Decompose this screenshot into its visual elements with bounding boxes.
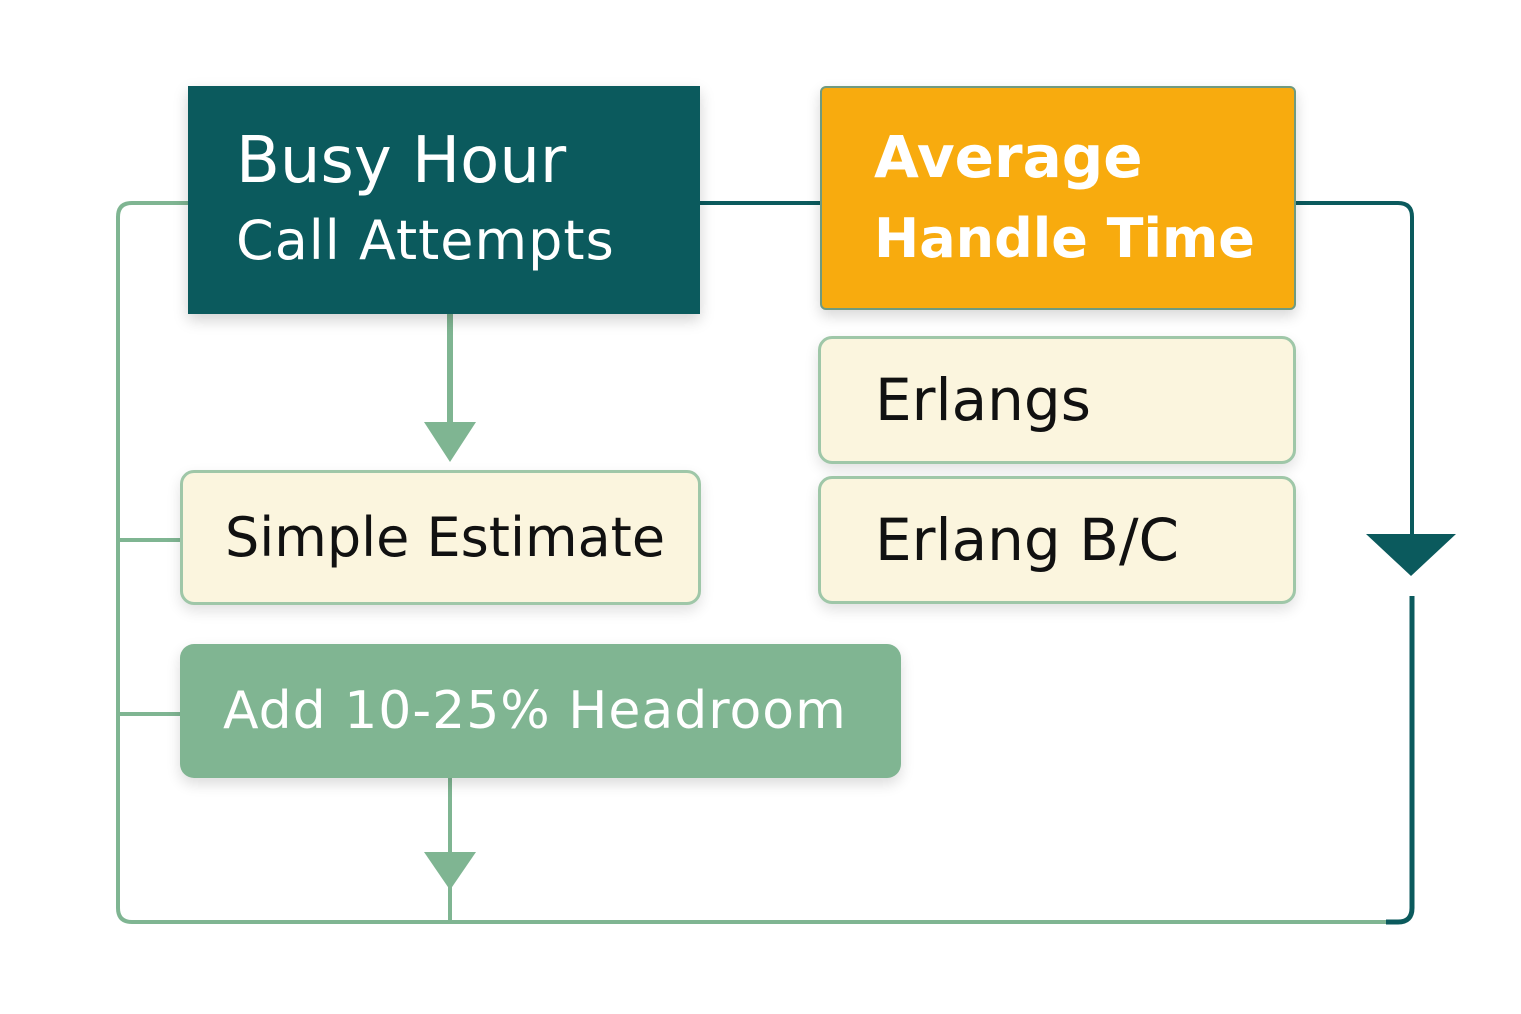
erlangs-box: Erlangs	[818, 336, 1296, 464]
connector-right-loop	[1296, 201, 1414, 540]
handle-time-label: Handle Time	[874, 207, 1255, 270]
simple-estimate-box: Simple Estimate	[180, 470, 701, 605]
average-handle-time-box: Average Handle Time	[820, 86, 1296, 310]
average-label: Average	[874, 123, 1143, 191]
connector-right-lower	[1386, 596, 1415, 925]
headroom-box: Add 10-25% Headroom	[180, 644, 901, 778]
connector-left-loop	[116, 201, 1398, 924]
busy-hour-call-attempts-box: Busy Hour Call Attempts	[188, 86, 700, 314]
erlangs-label: Erlangs	[875, 366, 1091, 434]
arrowhead-down-right	[1366, 534, 1456, 576]
call-attempts-label: Call Attempts	[236, 209, 615, 272]
headroom-label: Add 10-25% Headroom	[223, 681, 847, 741]
erlang-bc-box: Erlang B/C	[818, 476, 1296, 604]
arrowhead-down-simple	[424, 422, 476, 462]
arrowhead-down-headroom	[424, 852, 476, 890]
simple-estimate-label: Simple Estimate	[225, 506, 666, 569]
busy-hour-label: Busy Hour	[236, 124, 567, 198]
erlang-bc-label: Erlang B/C	[875, 506, 1179, 574]
